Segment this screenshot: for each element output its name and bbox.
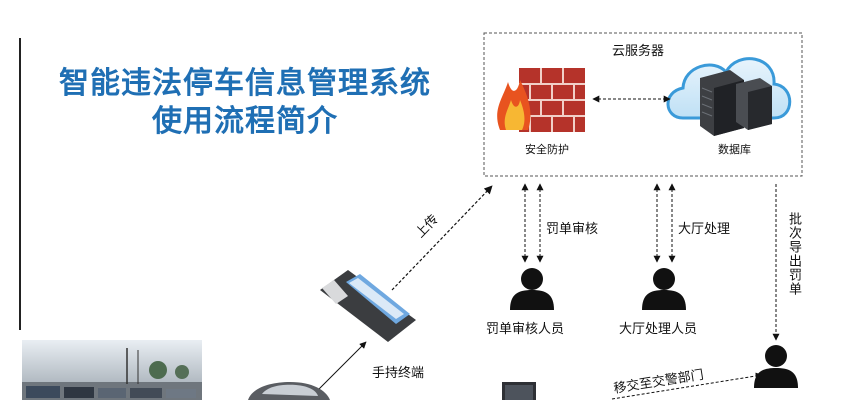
ticket-reviewer-label: 罚单审核人员 — [486, 322, 565, 337]
database-label: 数据库 — [718, 143, 751, 156]
ticket-review-label: 罚单审核 — [546, 222, 599, 237]
cloud-server-label: 云服务器 — [612, 44, 665, 59]
page-title-line1: 智能违法停车信息管理系统 — [59, 66, 431, 101]
batch-export-label: 批次导出罚单 — [786, 212, 801, 296]
handheld-label: 手持终端 — [372, 366, 425, 381]
computer-icon — [502, 382, 536, 400]
firewall-icon — [497, 68, 585, 132]
page-title-line2: 使用流程简介 — [152, 104, 338, 139]
person-icon — [754, 345, 798, 388]
car-to-handheld-arrow — [317, 341, 367, 391]
person-icon — [510, 268, 554, 310]
transfer-arrow — [611, 372, 763, 400]
hall-processor-label: 大厅处理人员 — [619, 322, 698, 337]
hall-processing-label: 大厅处理 — [678, 222, 731, 237]
server-cloud-icon — [666, 57, 792, 136]
cloud-server-frame — [483, 32, 803, 177]
car-icon — [248, 382, 330, 400]
street-photo — [22, 340, 202, 400]
person-icon — [642, 268, 686, 310]
firewall-label: 安全防护 — [525, 143, 569, 156]
handheld-terminal-icon — [320, 270, 416, 342]
upload-arrow — [391, 185, 493, 291]
